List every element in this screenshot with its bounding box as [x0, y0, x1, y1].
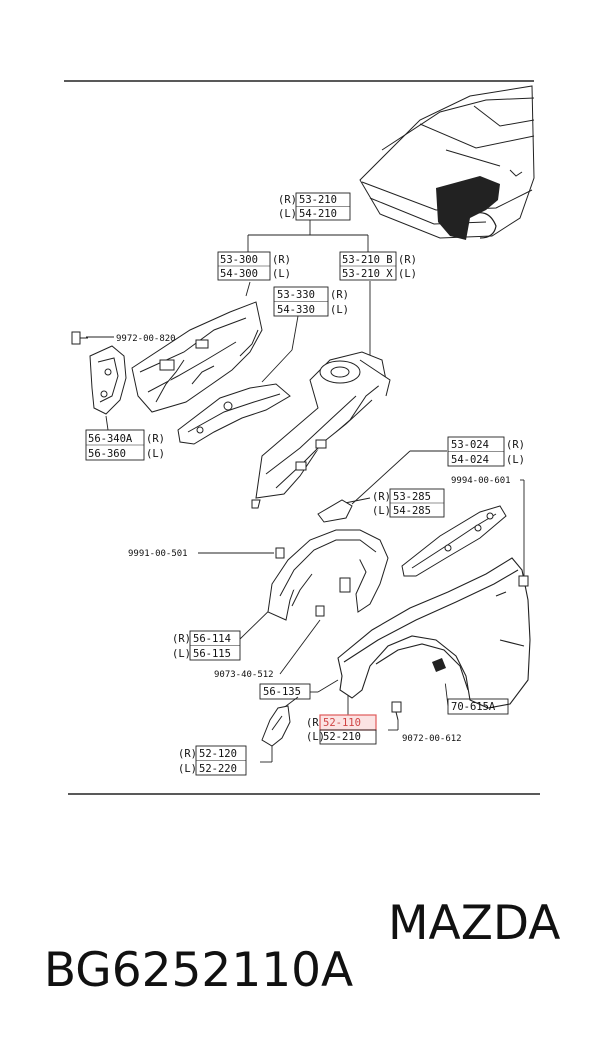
side-l: (L)	[398, 268, 417, 280]
part-number: 70-615A	[451, 701, 496, 713]
side-r: (R)	[398, 254, 417, 266]
side-l: (L)	[272, 268, 291, 280]
part-number: 54-024	[451, 454, 489, 466]
side-r: (R)	[146, 433, 165, 445]
side-r: (R)	[272, 254, 291, 266]
side-r: (R)	[278, 194, 297, 206]
bolt-9972	[71, 331, 88, 345]
clip-9991	[275, 547, 285, 559]
callout-56-114: (R) (L) 56-114 56-115	[172, 630, 241, 661]
part-number: 53-210 X	[342, 268, 393, 280]
part-number: 54-210	[299, 208, 337, 220]
fender-highlight-thumb	[436, 176, 500, 240]
callout-56-135: 56-135	[259, 683, 311, 700]
side-l: (L)	[146, 448, 165, 460]
side-l: (L)	[372, 505, 391, 517]
inner-apron-assembly	[131, 301, 263, 413]
part-number: 56-135	[263, 686, 301, 698]
side-r: (R)	[506, 439, 525, 451]
footer-caption: BG6252110A MAZDA	[14, 900, 594, 1041]
clip-9073	[315, 605, 325, 617]
leader-lines	[86, 220, 525, 763]
callout-53-330: 53-330 54-330 (R) (L)	[273, 286, 349, 317]
part-number: 52-120	[199, 748, 237, 760]
callout-9972-00-820: 9972-00-820	[116, 334, 176, 344]
part-number: 56-114	[193, 633, 231, 645]
side-r: (R)	[330, 289, 349, 301]
callout-70-615a: 70-615A	[447, 698, 509, 715]
side-l: (L)	[172, 648, 191, 660]
bracket-53-024	[317, 499, 353, 523]
wheel-liner	[267, 529, 389, 621]
callout-9994-00-601: 9994-00-601	[451, 476, 511, 486]
part-number: 53-285	[393, 491, 431, 503]
part-number: 54-285	[393, 505, 431, 517]
callout-53-210b: 53-210 B 53-210 X (R) (L)	[339, 251, 417, 281]
car-wheel-thumb	[467, 212, 497, 239]
footer-brand: MAZDA	[388, 896, 561, 951]
parts-diagram: (R) (L) 53-210 54-210 53-300 54-300 (R) …	[64, 80, 540, 795]
fender-side-marker	[432, 658, 446, 672]
reinforcement-53-285	[401, 505, 507, 577]
side-l: (L)	[278, 208, 297, 220]
callout-53-285: (R) (L) 53-285 54-285	[372, 488, 445, 518]
part-number: 52-210	[323, 731, 361, 743]
part-number: 53-330	[277, 289, 315, 301]
callout-9073-40-512: 9073-40-512	[214, 670, 274, 680]
part-number: 56-340A	[88, 433, 133, 445]
highlighted-part-number: 52-110	[323, 717, 361, 729]
side-l: (L)	[506, 454, 525, 466]
callout-53-024: 53-024 54-024 (R) (L)	[447, 436, 525, 467]
callout-52-110: (R) (L) 52-110 52-210	[306, 714, 377, 745]
part-number: 54-330	[277, 304, 315, 316]
part-number: 53-210 B	[342, 254, 393, 266]
bolt-9994	[518, 575, 529, 587]
part-number: 53-300	[220, 254, 258, 266]
part-number: 53-210	[299, 194, 337, 206]
part-number: 56-115	[193, 648, 231, 660]
side-l: (L)	[330, 304, 349, 316]
strut-tower-panel	[251, 351, 391, 509]
splash-shield	[261, 705, 291, 747]
side-l: (L)	[178, 763, 197, 775]
callout-53-300: 53-300 54-300 (R) (L)	[217, 251, 291, 281]
footer-part-number: BG6252110A	[43, 943, 354, 998]
bolt-9072	[391, 701, 402, 721]
side-member	[177, 383, 291, 445]
callout-53-210: (R) (L) 53-210 54-210	[278, 192, 351, 221]
part-number: 52-220	[199, 763, 237, 775]
side-r: (R)	[178, 748, 197, 760]
front-fender	[337, 557, 531, 709]
part-number: 56-360	[88, 448, 126, 460]
part-number: 54-300	[220, 268, 258, 280]
callout-9072-00-612: 9072-00-612	[402, 734, 462, 744]
side-r: (R)	[372, 491, 391, 503]
mounting-bracket	[89, 345, 127, 415]
callout-9991-00-501: 9991-00-501	[128, 549, 188, 559]
side-r: (R)	[172, 633, 191, 645]
part-number: 53-024	[451, 439, 489, 451]
callout-56-340a: 56-340A 56-360 (R) (L)	[85, 429, 165, 461]
callout-52-120: (R) (L) 52-120 52-220	[178, 745, 247, 776]
